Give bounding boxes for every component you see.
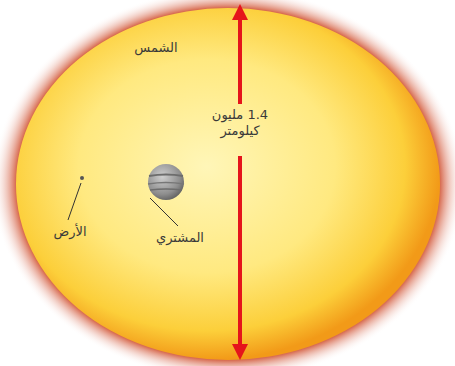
- jupiter-label: المشتري: [156, 230, 204, 246]
- dimension-arrow: [238, 156, 242, 352]
- dimension-arrow: [238, 12, 242, 104]
- sun-label: الشمس: [134, 40, 177, 56]
- leader-line: [68, 183, 81, 220]
- earth: [80, 176, 84, 180]
- earth-label: الأرض: [53, 224, 86, 240]
- jupiter: [148, 164, 184, 200]
- leader-line: [150, 198, 178, 226]
- sun-disk: [16, 8, 440, 360]
- dimension-label: 1.4 مليون كيلومتر: [192, 107, 288, 140]
